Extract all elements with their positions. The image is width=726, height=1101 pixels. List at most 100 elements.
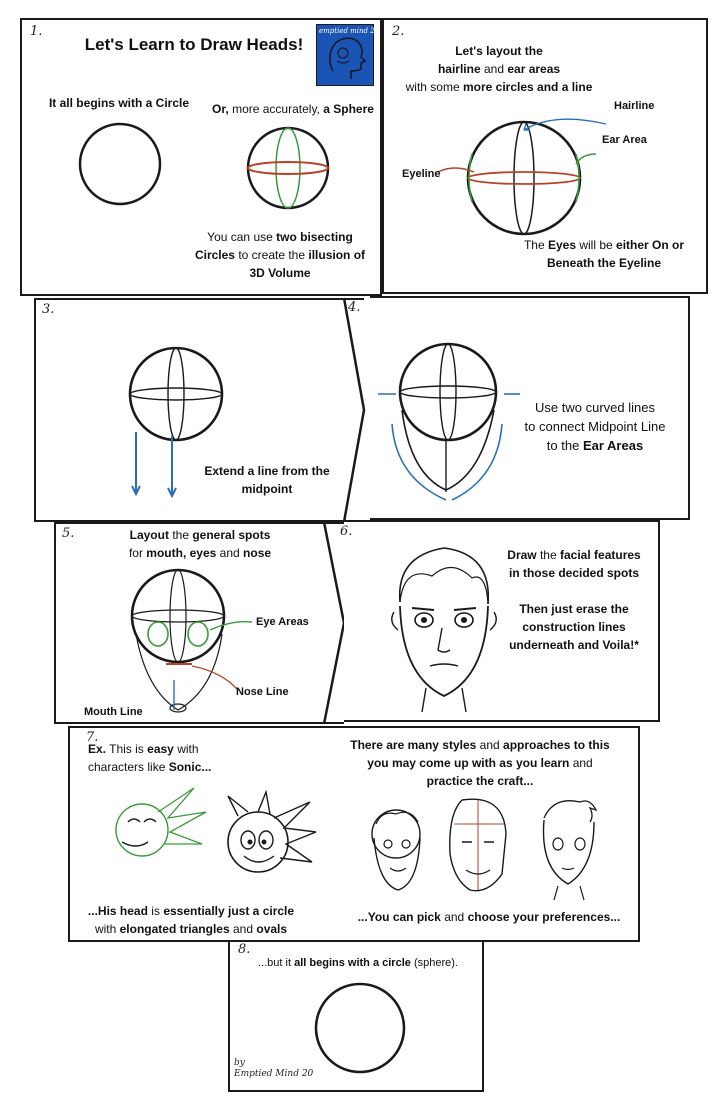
note-part: illusion of <box>308 248 366 262</box>
intro-part: more circles and a line <box>462 80 593 94</box>
circle-drawing <box>78 122 330 210</box>
ear-area-label: Ear Area <box>602 134 647 146</box>
signature-part: Emptied Mind 20 <box>234 1069 314 1079</box>
panel-3-arrow-border <box>342 297 366 523</box>
outro-part: ...His head <box>87 904 148 918</box>
panel-number: 7. <box>86 730 99 745</box>
caption-part: in those decided spots <box>508 566 640 580</box>
panel-number: 4. <box>348 300 361 315</box>
note-part: Beneath the Eyeline <box>546 256 662 270</box>
panel-8: 8. ...but it all begins with a circle (s… <box>228 940 484 1092</box>
caption-part: Then just erase the <box>519 602 629 616</box>
caption-part: Draw <box>507 548 537 562</box>
note-part: You can use <box>207 230 273 244</box>
panel-7: 7. Ex. This is easy with characters like… <box>68 726 640 942</box>
logo-text: emptied mind 20 <box>319 27 380 35</box>
intro-part: characters like <box>88 760 166 774</box>
panel-2-note: The Eyes will be either On or Beneath th… <box>504 236 704 272</box>
caption-part: (sphere). <box>413 957 458 969</box>
intro-part: hairline <box>437 62 481 76</box>
intro-part: There are many styles <box>350 738 477 752</box>
right-caption: Or, more accurately, a Sphere <box>204 100 382 118</box>
note-part: two bisecting <box>276 230 353 244</box>
note-part: 3D Volume <box>249 266 311 280</box>
outro-part: elongated triangles <box>119 922 230 936</box>
panel-8-caption: ...but it all begins with a circle (sphe… <box>240 954 476 972</box>
note-part: Circles <box>194 248 235 262</box>
intro-part: you may come up with as you learn <box>367 756 570 770</box>
panel-number: 8. <box>238 942 251 957</box>
note-part: Eyes <box>547 238 576 252</box>
outro-part: choose your preferences... <box>467 910 621 924</box>
panel-4-caption: Use two curved lines to connect Midpoint… <box>510 398 680 455</box>
intro-part: Ex. <box>88 742 107 756</box>
panel-6: 6. Draw the facial features in those dec… <box>340 520 660 722</box>
finished-face-drawing <box>391 547 497 713</box>
signature-part: by <box>234 1058 245 1068</box>
sphere-curves-drawing <box>378 342 520 501</box>
caption-part: the <box>539 548 557 562</box>
intro-part: the <box>172 528 189 542</box>
styles-outro: ...You can pick and choose your preferen… <box>344 908 634 926</box>
outro-part: ovals <box>256 922 288 936</box>
caption-part: Ear Areas <box>582 438 644 453</box>
panel-1: 1. Let's Learn to Draw Heads! emptied mi… <box>20 18 382 296</box>
panel-2-intro: Let's layout the hairline and ear areas … <box>394 42 604 96</box>
intro-part: approaches to this <box>503 738 610 752</box>
page-title: Let's Learn to Draw Heads! <box>84 35 304 54</box>
note-part: The <box>523 238 545 252</box>
head-logo-icon <box>329 37 367 79</box>
panel-number: 6. <box>340 524 353 539</box>
left-caption: It all begins with a Circle <box>48 96 190 110</box>
intro-part: practice the craft... <box>426 774 534 788</box>
outro-part: with <box>94 922 117 936</box>
caption-part: to connect Midpoint Line <box>524 419 666 434</box>
panel-6-caption: Draw the facial features in those decide… <box>492 546 656 654</box>
sphere-note: You can use two bisecting Circles to cre… <box>180 228 380 282</box>
panel-5: 5. Layout the general spots for mouth, e… <box>54 522 344 724</box>
sphere-midpoint-drawing <box>128 346 224 499</box>
caption-part: facial features <box>560 548 641 562</box>
outro-part: is <box>151 904 160 918</box>
intro-part: mouth, eyes <box>146 546 217 560</box>
intro-part: with <box>177 742 199 756</box>
panel-4: 4. Use two curved lines to connect Midpo… <box>348 296 690 520</box>
outro-part: and <box>233 922 254 936</box>
facial-spots-drawing <box>130 568 253 713</box>
caption-part: Use two curved lines <box>535 400 655 415</box>
intro-part: general spots <box>192 528 271 542</box>
intro-part: This is <box>109 742 144 756</box>
intro-part: and <box>572 756 593 770</box>
intro-part: and <box>219 546 240 560</box>
note-part: will be <box>579 238 613 252</box>
caption-part: underneath and Voila!* <box>509 638 639 652</box>
outro-part: and <box>444 910 465 924</box>
panel-number: 2. <box>392 24 405 39</box>
intro-part: with some <box>405 80 460 94</box>
panel-2: 2. Let's layout the hairline and ear are… <box>382 18 708 294</box>
logo: emptied mind 20 <box>316 24 379 86</box>
intro-part: Layout <box>129 528 169 542</box>
signature: by Emptied Mind 20 <box>234 1058 313 1080</box>
panel-number: 3. <box>42 302 55 317</box>
caption-part: ...but it <box>258 957 292 969</box>
final-circle-drawing <box>314 982 406 1074</box>
panel-number: 1. <box>30 24 43 39</box>
caption-part: construction lines <box>522 620 626 634</box>
styles-intro: There are many styles and approaches to … <box>330 736 630 790</box>
sonic-sketch <box>115 787 317 873</box>
sonic-outro: ...His head is essentially just a circle… <box>76 902 306 938</box>
panel-number: 5. <box>62 526 75 541</box>
caption-part: Or, <box>212 102 229 116</box>
intro-part: for <box>128 546 143 560</box>
eyeline-label: Eyeline <box>402 168 441 180</box>
note-part: to create the <box>238 248 306 262</box>
caption-part: a Sphere <box>323 102 374 116</box>
outro-part: ...You can pick <box>357 910 441 924</box>
panel-5-intro: Layout the general spots for mouth, eyes… <box>110 526 290 562</box>
outro-part: essentially just a circle <box>163 904 295 918</box>
panel-3-caption: Extend a line from the midpoint <box>182 462 352 498</box>
sonic-intro: Ex. This is easy with characters like So… <box>78 740 268 776</box>
caption-part: more accurately, <box>232 102 320 116</box>
intro-part: Let's layout the <box>455 44 543 58</box>
